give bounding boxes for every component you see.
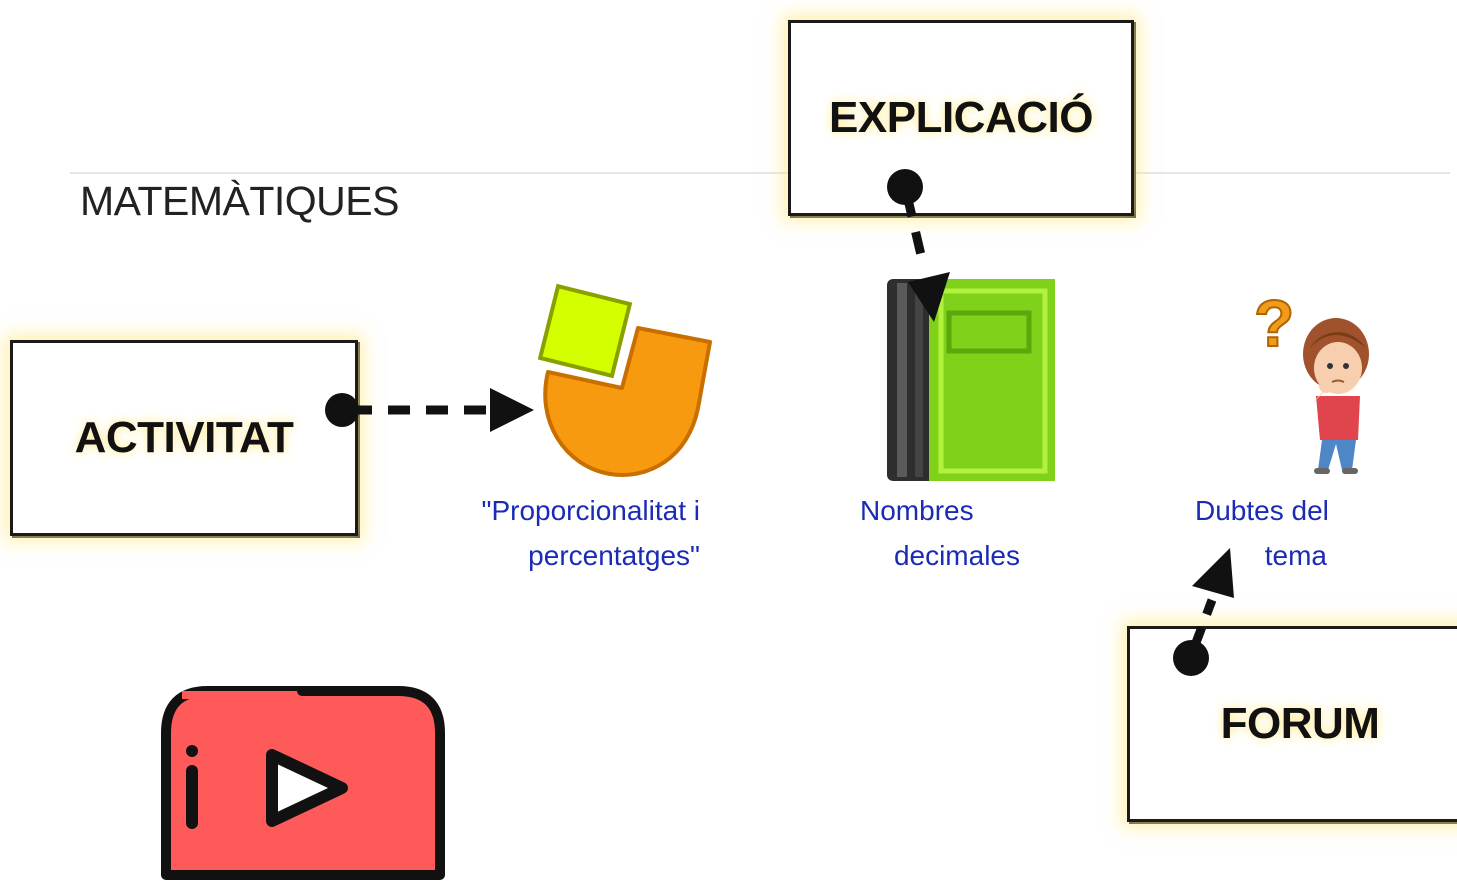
resource-link-line: Dubtes del	[1195, 495, 1329, 526]
resource-link-dubtes-tema[interactable]: Dubtes del tema	[1195, 488, 1345, 578]
resource-link-proporcionalitat[interactable]: "Proporcionalitat i percentatges"	[455, 488, 701, 578]
resource-link-line: tema	[1264, 540, 1327, 571]
resource-link-line: "Proporcionalitat i	[481, 495, 701, 526]
thinking-kid-icon[interactable]: ?	[1250, 282, 1375, 477]
activitat-label: ACTIVITAT	[74, 413, 294, 462]
resource-link-nombres-decimales[interactable]: Nombres decimales	[860, 488, 1020, 578]
resource-link-line: decimales	[893, 540, 1020, 571]
explicacio-callout: EXPLICACIÓ	[788, 20, 1134, 216]
activity-icon[interactable]	[537, 280, 713, 480]
svg-text:?: ?	[1254, 286, 1294, 360]
section-title: MATEMÀTIQUES	[80, 178, 399, 224]
resource-link-line: Nombres	[860, 495, 974, 526]
activitat-callout: ACTIVITAT	[10, 340, 358, 536]
forum-callout: FORUM	[1127, 626, 1457, 822]
youtube-play-icon[interactable]	[160, 685, 445, 885]
forum-label: FORUM	[1220, 699, 1380, 748]
book-icon[interactable]	[885, 275, 1060, 485]
explicacio-label: EXPLICACIÓ	[829, 93, 1093, 142]
section-divider	[70, 172, 1450, 174]
resource-link-line: percentatges"	[528, 540, 700, 571]
